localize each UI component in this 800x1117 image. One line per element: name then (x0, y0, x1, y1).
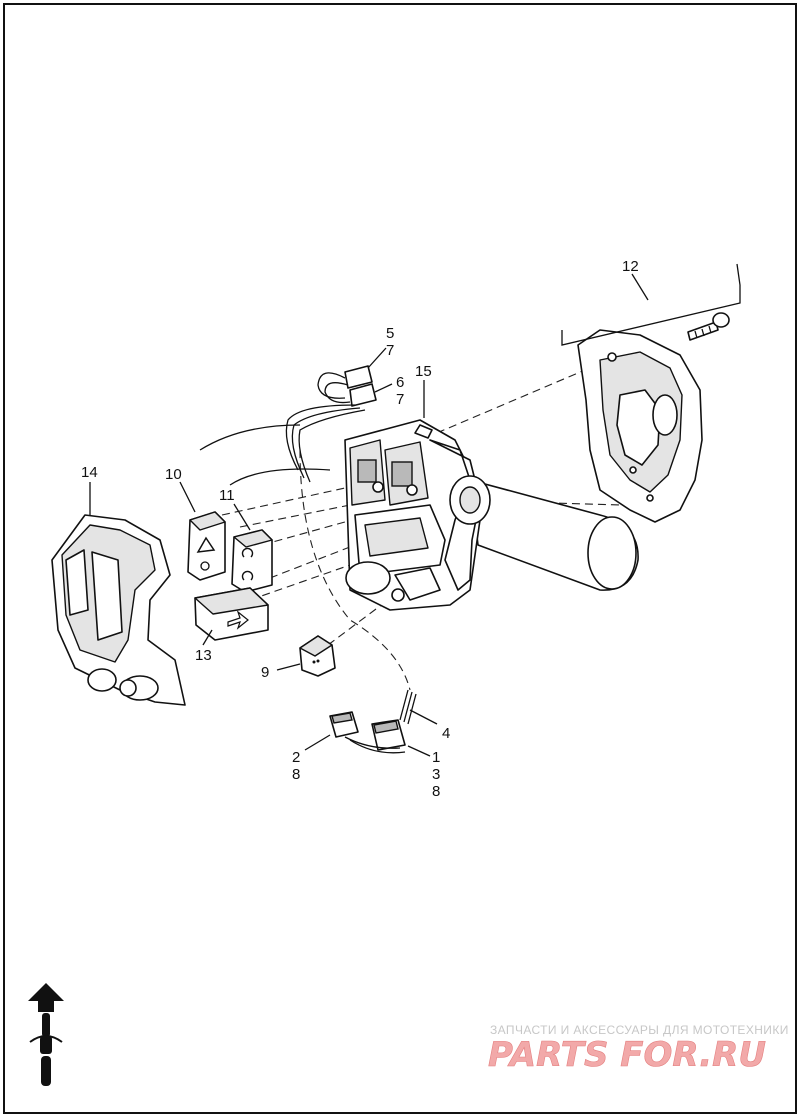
part-14-left-housing (51, 482, 186, 706)
callout-9: 9 (261, 664, 269, 681)
callout-8a: 8 (292, 766, 300, 783)
watermark-logo: PARTS FOR.RU (488, 1035, 766, 1075)
parts-5-6-7-upper-connectors (285, 347, 393, 483)
motorcycle-forward-arrow-icon (28, 983, 64, 1086)
callout-4: 4 (442, 725, 450, 742)
part-11-switch-cap (231, 503, 273, 593)
parts-1-2-3-4-8-lower-connectors (304, 689, 438, 757)
callout-8b: 8 (432, 783, 440, 800)
callout-15: 15 (415, 363, 432, 380)
callout-11: 11 (219, 487, 235, 504)
callout-7a: 7 (386, 342, 394, 359)
callout-5: 5 (386, 325, 394, 342)
callout-3: 3 (432, 766, 440, 783)
handlebar-grip (199, 424, 639, 591)
callout-14: 14 (81, 464, 98, 481)
part-10-switch-cap (179, 481, 226, 581)
callout-labels: 1 2 3 4 5 6 7 7 8 8 9 10 11 12 13 14 15 (81, 258, 639, 800)
part-13-switch-cap (194, 587, 269, 646)
watermark-tagline: ЗАПЧАСТИ И АКСЕССУАРЫ ДЛЯ МОТОТЕХНИКИ (490, 1023, 789, 1037)
callout-12: 12 (622, 258, 639, 275)
callout-2: 2 (292, 749, 300, 766)
part-15-switch-assembly (344, 380, 491, 611)
callout-1: 1 (432, 749, 440, 766)
part-12-right-housing (561, 263, 741, 523)
callout-7b: 7 (396, 391, 404, 408)
callout-6: 6 (396, 374, 404, 391)
part-9-small-cap (276, 635, 336, 677)
diagram-border (3, 3, 797, 1114)
callout-13: 13 (195, 647, 212, 664)
watermark: ЗАПЧАСТИ И АКСЕССУАРЫ ДЛЯ МОТОТЕХНИКИ PA… (488, 1023, 789, 1075)
callout-10: 10 (165, 466, 182, 483)
